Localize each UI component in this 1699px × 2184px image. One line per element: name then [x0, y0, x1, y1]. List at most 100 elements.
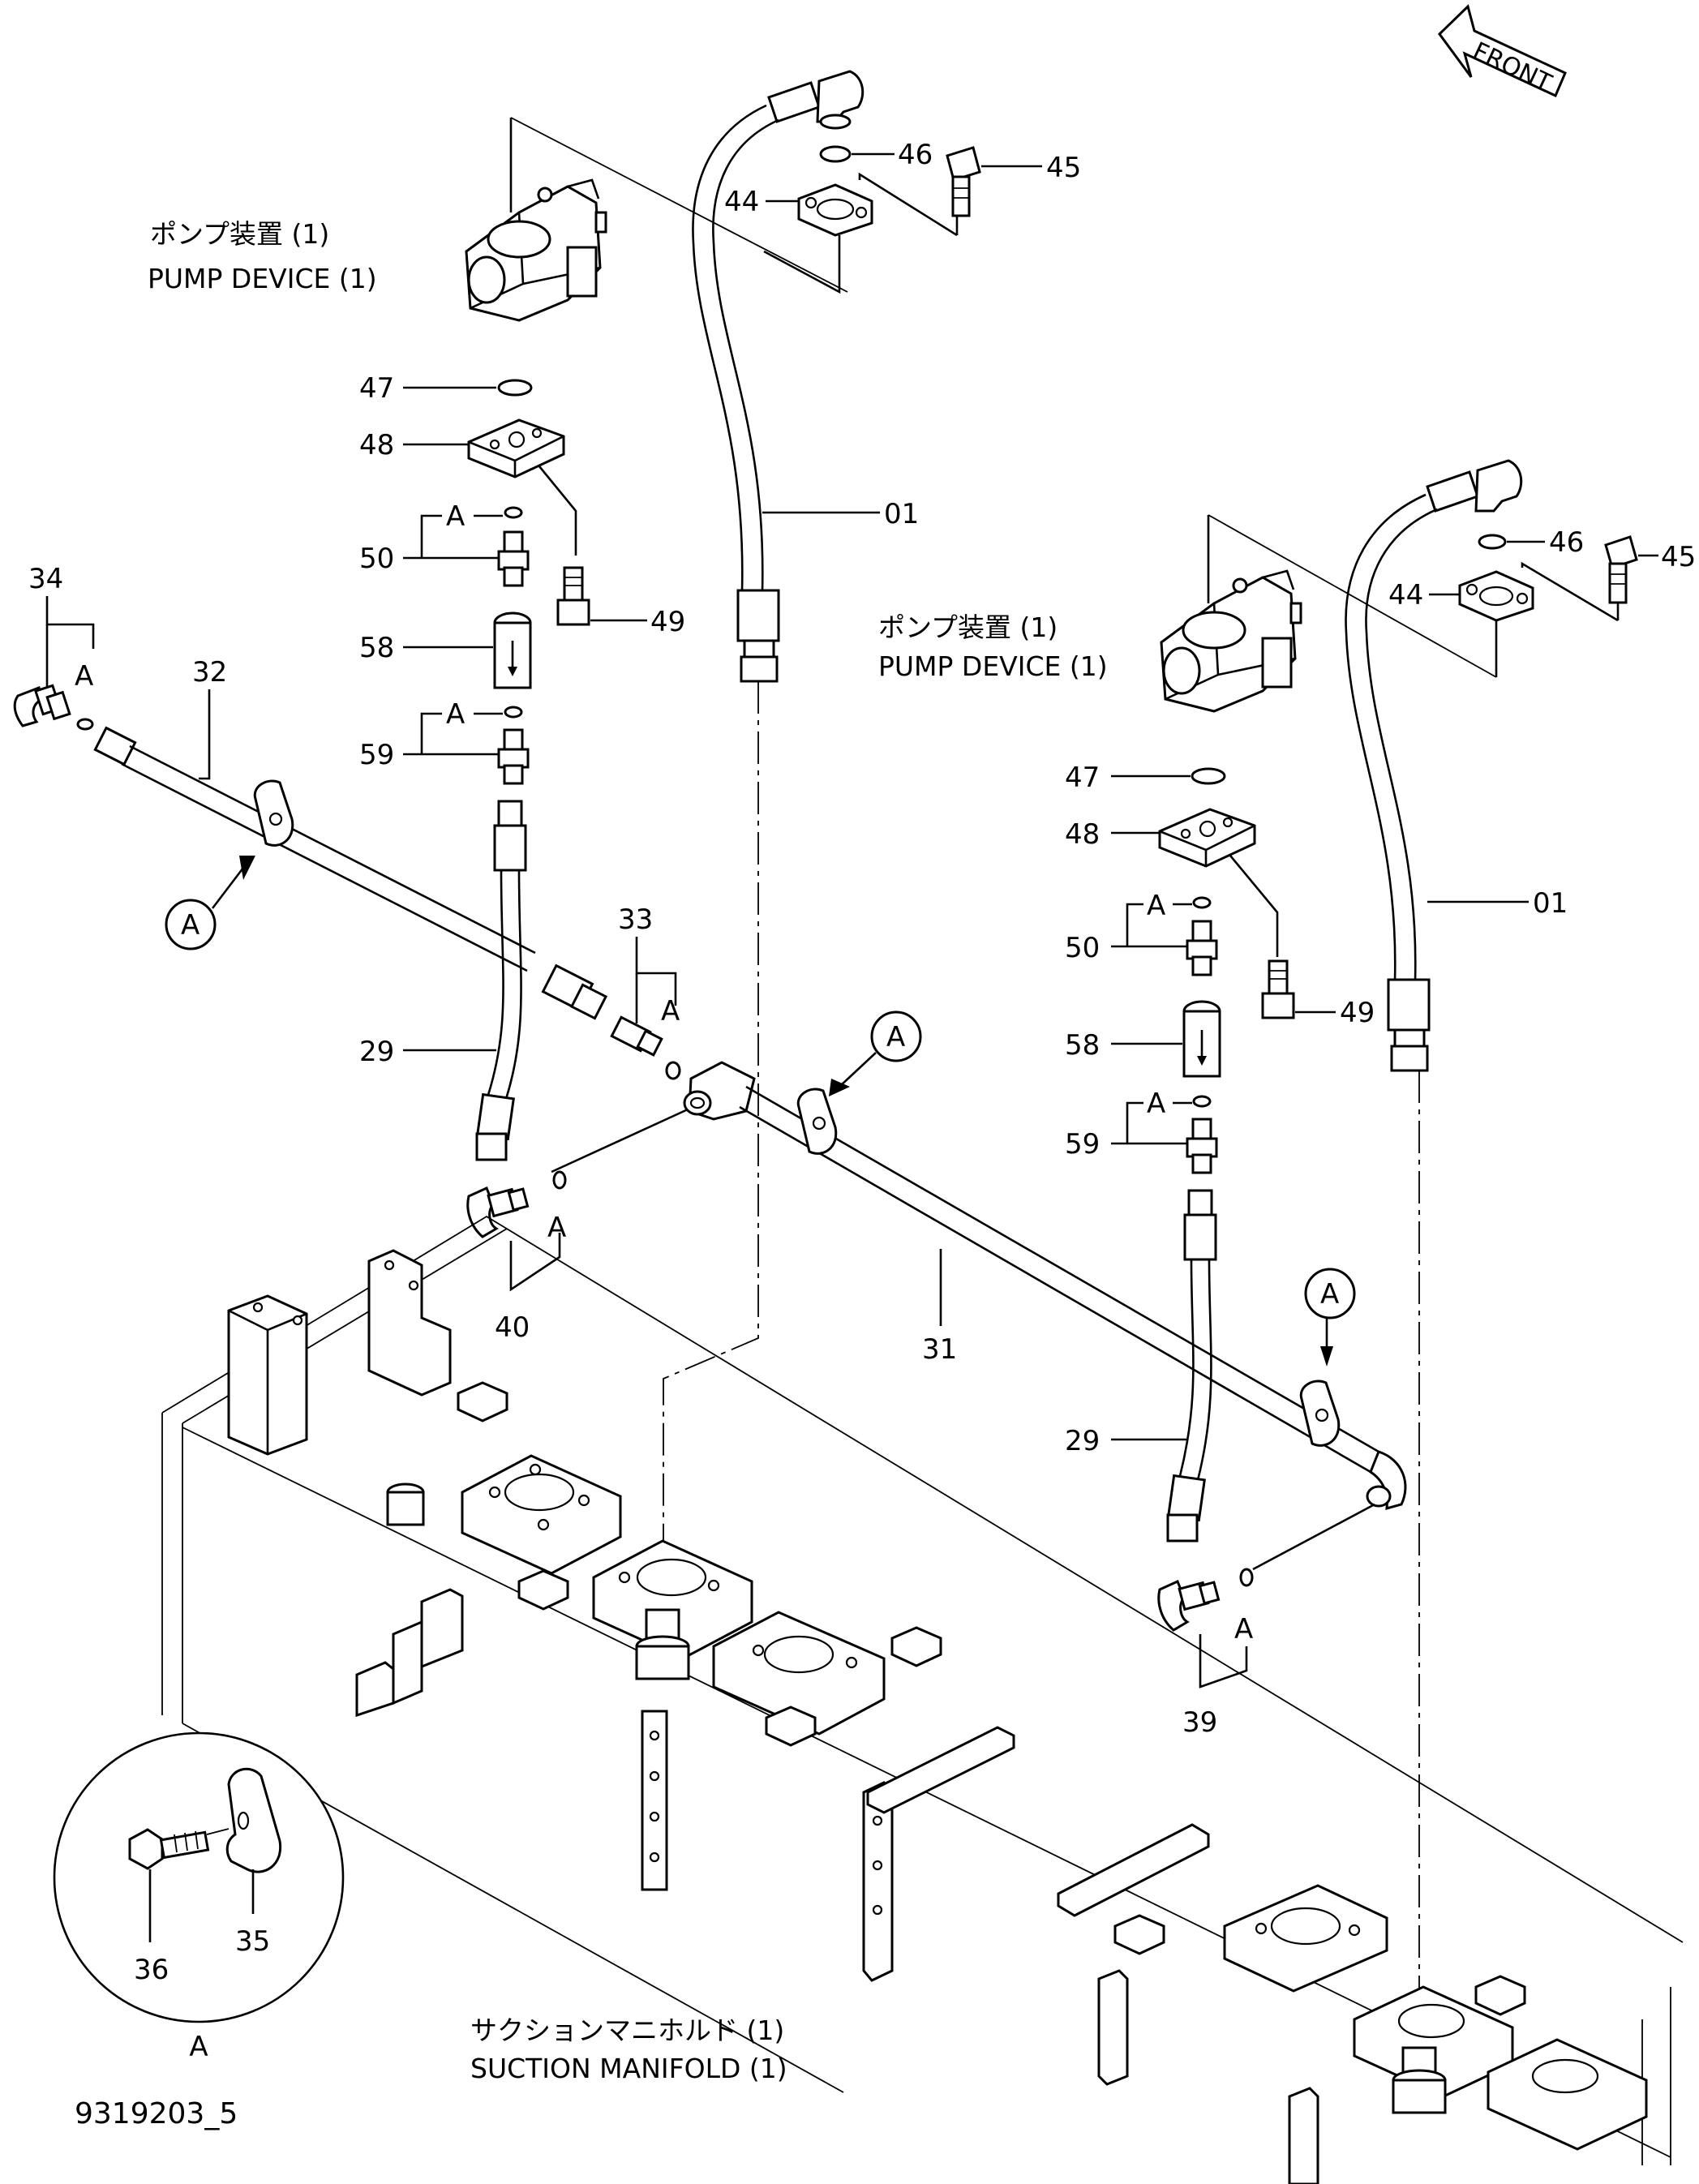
clamp-35-pipe32	[253, 779, 294, 847]
marker-a-59-right: A	[1147, 1088, 1165, 1120]
pipe-31	[739, 1085, 1407, 1511]
callout-47-right: 47	[1065, 762, 1100, 794]
callout-48-right: 48	[1065, 818, 1100, 851]
callout-48-left: 48	[359, 429, 394, 461]
callout-50-right: 50	[1065, 932, 1100, 964]
o-ring-46-right	[1478, 534, 1507, 550]
fitting-59-left	[497, 728, 530, 785]
callout-44-left: 44	[724, 186, 759, 218]
bolt-45-right	[1604, 535, 1638, 604]
elbow-40-assembly: A 40	[466, 1186, 566, 1344]
callout-46-right: 46	[1549, 526, 1584, 559]
front-label: FRONT	[1469, 37, 1556, 98]
clamp-35-detail	[225, 1767, 282, 1873]
callout-47-left: 47	[359, 372, 394, 405]
marker-a-50-right: A	[1147, 890, 1165, 922]
manifold-flange-6	[1487, 2038, 1648, 2151]
check-valve-58-right	[1182, 1000, 1221, 1078]
clamp-35-pipe31-mid	[796, 1088, 838, 1155]
suction-port-left	[635, 1608, 690, 1680]
bolt-49-left	[556, 566, 590, 626]
pump-left-caption-jp: ポンプ装置 (1)	[150, 218, 329, 250]
manifold-flange-2	[592, 1539, 753, 1660]
marker-a-50-left: A	[446, 500, 465, 533]
fitting-50-right	[1186, 920, 1218, 976]
flange-44-right	[1458, 570, 1534, 622]
marker-a-39: A	[1234, 1613, 1253, 1646]
callout-40: 40	[495, 1311, 530, 1344]
o-ring-47-right	[1191, 767, 1226, 785]
fitting-59-right	[1186, 1118, 1218, 1174]
detail-marker-a-left: A	[165, 856, 255, 950]
figure-id: 9319203_5	[75, 2097, 238, 2130]
elbow-34	[13, 684, 71, 727]
pump-right-caption-en: PUMP DEVICE (1)	[878, 650, 1108, 682]
flange-48-left	[467, 418, 565, 478]
bolt-36-detail	[128, 1828, 230, 1870]
pump-right-caption-jp: ポンプ装置 (1)	[878, 611, 1058, 643]
pump-device-left	[465, 178, 607, 322]
callout-44-right: 44	[1388, 579, 1423, 611]
callout-58-left: 58	[359, 632, 394, 664]
marker-a-59-left: A	[446, 698, 465, 731]
front-arrow: FRONT	[1438, 4, 1567, 98]
callout-59-left: 59	[359, 739, 394, 771]
tee-fitting	[683, 1061, 756, 1121]
pipe-32	[93, 726, 608, 1020]
elbow-39-assembly: A 39	[1157, 1503, 1375, 1739]
adapter-33	[610, 1015, 663, 1057]
hose-29-right	[1166, 1189, 1217, 1543]
callout-35: 35	[235, 1925, 270, 1958]
bolt-45-left	[946, 146, 981, 217]
detail-marker-a-mid: A	[829, 1010, 922, 1096]
marker-a-34: A	[75, 660, 93, 693]
o-ring-47-left	[497, 379, 533, 397]
callout-34: 34	[28, 563, 63, 595]
left-pump-assembly: ポンプ装置 (1) PUMP DEVICE (1) 47 48 49	[148, 70, 1081, 1622]
suction-port-right	[1392, 2046, 1447, 2114]
manifold-flange-4	[1223, 1884, 1388, 1993]
callout-49-right: 49	[1340, 997, 1375, 1029]
svg-text:A: A	[1320, 1278, 1339, 1311]
manifold-flange-1	[461, 1454, 622, 1575]
pump-left-caption-en: PUMP DEVICE (1)	[148, 263, 377, 294]
callout-45-right: 45	[1661, 541, 1696, 573]
pipe-32-assembly: 34 A 32 A	[13, 563, 608, 1020]
marker-a-33: A	[661, 995, 680, 1028]
fitting-50-left	[497, 530, 530, 587]
callout-31: 31	[922, 1333, 957, 1366]
callout-46-left: 46	[898, 139, 933, 171]
right-pump-assembly: ポンプ装置 (1) PUMP DEVICE (1) 47 48 49	[878, 459, 1696, 2076]
detail-marker-a-right: A	[1304, 1268, 1356, 1367]
detail-view-a-label: A	[189, 2031, 208, 2063]
manifold-flange-3	[712, 1611, 886, 1736]
callout-39: 39	[1182, 1706, 1217, 1739]
callout-29-left: 29	[359, 1036, 394, 1068]
check-valve-58-left	[493, 611, 532, 689]
detail-view-a: 36 35 A	[53, 1731, 345, 2063]
pipe-01-right	[1345, 459, 1523, 1072]
hose-29-left	[475, 800, 527, 1161]
callout-29-right: 29	[1065, 1425, 1100, 1457]
callout-01-left: 01	[884, 498, 919, 530]
elbow-39	[1157, 1579, 1221, 1632]
o-ring-46-left	[819, 145, 852, 163]
clamp-35-pipe31-right	[1299, 1379, 1341, 1447]
suction-manifold	[161, 1215, 1684, 2184]
manifold-flange-5	[1353, 1985, 1514, 2098]
callout-45-left: 45	[1046, 152, 1081, 184]
callout-33: 33	[618, 903, 653, 936]
callout-50-left: 50	[359, 543, 394, 575]
elbow-40	[466, 1186, 530, 1238]
svg-text:A: A	[181, 909, 200, 942]
svg-text:A: A	[886, 1021, 905, 1053]
bolt-49-right	[1261, 959, 1295, 1019]
pipe-01-left	[692, 70, 865, 683]
pump-device-right	[1160, 569, 1302, 713]
callout-01-right: 01	[1533, 887, 1568, 920]
flange-44-left	[797, 183, 873, 237]
callout-32: 32	[192, 656, 227, 689]
callout-49-left: 49	[650, 606, 685, 638]
callout-59-right: 59	[1065, 1128, 1100, 1161]
adapter-33-assembly: 33 A	[551, 903, 756, 1190]
